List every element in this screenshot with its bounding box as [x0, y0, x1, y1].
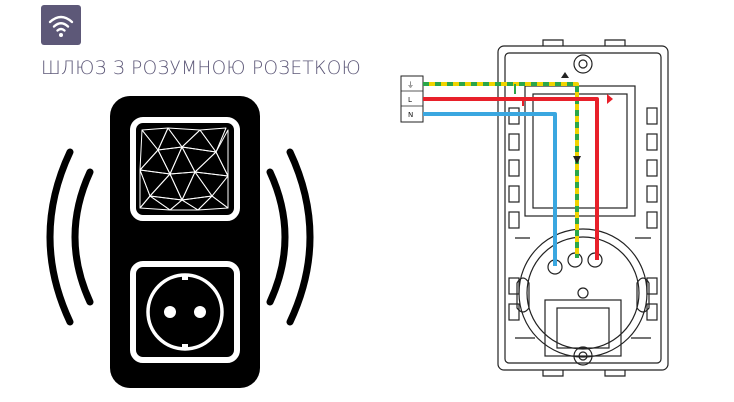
- terminal-neutral: N: [408, 111, 413, 119]
- earth-arrow-top: [561, 72, 569, 78]
- page-title: ШЛЮЗ З РОЗУМНОЮ РОЗЕТКОЮ: [41, 58, 361, 79]
- earth-arrow: [573, 156, 581, 164]
- live-wire: [423, 97, 599, 260]
- power-socket-icon: [130, 261, 240, 363]
- mounting-frame: [497, 39, 669, 377]
- wifi-icon: [48, 15, 74, 37]
- device-illustration: [46, 96, 314, 388]
- earth-wire: [423, 82, 579, 258]
- wiring-diagram: ⏚ L N: [400, 39, 669, 377]
- terminal-earth: ⏚: [407, 81, 414, 89]
- terminal-live: L: [408, 96, 412, 104]
- live-arrow: [607, 94, 613, 104]
- neutral-wire: [423, 112, 557, 266]
- terminal-block: [400, 75, 424, 123]
- mesh-network-icon: [130, 117, 240, 221]
- signal-waves-right-icon: [266, 148, 314, 326]
- signal-waves-left-icon: [46, 148, 94, 326]
- wifi-badge: [41, 5, 81, 45]
